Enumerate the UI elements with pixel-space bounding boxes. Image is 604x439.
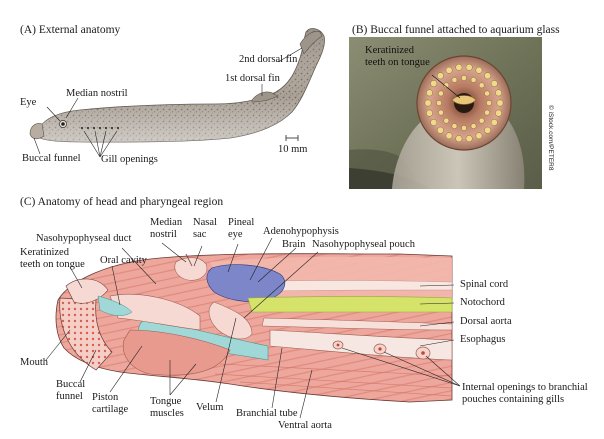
label-pineal-eye: Pineal eye [228, 217, 255, 240]
label-nasal-sac: Nasal sac [193, 217, 217, 240]
label-2nd-dorsal-fin: 2nd dorsal fin [239, 54, 298, 65]
label-branchial-tube: Branchial tube [236, 408, 298, 419]
panel-b-title: (B) Buccal funnel attached to aquarium g… [352, 24, 560, 36]
label-tongue-muscles: Tongue muscles [150, 396, 184, 419]
label-nasohypophyseal-pouch: Nasohypophyseal pouch [312, 239, 415, 250]
label-ventral-aorta: Ventral aorta [278, 420, 332, 431]
scale-bar [285, 135, 299, 141]
label-dorsal-aorta: Dorsal aorta [460, 316, 512, 327]
label-spinal-cord: Spinal cord [460, 279, 509, 290]
panel-c-title: (C) Anatomy of head and pharyngeal regio… [20, 196, 224, 208]
label-scale-bar: 10 mm [278, 144, 308, 155]
photo-label-keratinized-teeth: Keratinized teeth on tongue [365, 45, 430, 68]
panel-a-title: (A) External anatomy [20, 24, 121, 36]
label-oral-cavity: Oral cavity [100, 255, 147, 266]
label-adenohypophysis: Adenohypophysis [263, 226, 339, 237]
label-gill-openings: Gill openings [101, 154, 158, 165]
label-keratinized-teeth: Keratinized teeth on tongue [20, 247, 85, 270]
label-median-nostril-c: Median nostril [150, 217, 183, 240]
lamprey-body [29, 28, 325, 143]
label-piston-cartilage: Piston cartilage [92, 392, 129, 415]
label-velum: Velum [196, 402, 224, 413]
label-eye: Eye [20, 97, 37, 108]
label-buccal-funnel: Buccal funnel [22, 153, 81, 164]
label-nasohypophyseal-duct: Nasohypophyseal duct [36, 233, 132, 244]
photo-credit: © iStock.com/PETER8 [547, 105, 554, 171]
label-esophagus: Esophagus [460, 334, 506, 345]
label-1st-dorsal-fin: 1st dorsal fin [225, 73, 280, 84]
label-mouth: Mouth [20, 357, 49, 368]
label-notochord: Notochord [460, 297, 505, 308]
label-buccal-funnel-c: Buccal funnel [56, 379, 86, 402]
label-internal-openings: Internal openings to branchial pouches c… [462, 382, 588, 405]
label-median-nostril: Median nostril [66, 88, 128, 99]
label-brain: Brain [282, 239, 306, 250]
